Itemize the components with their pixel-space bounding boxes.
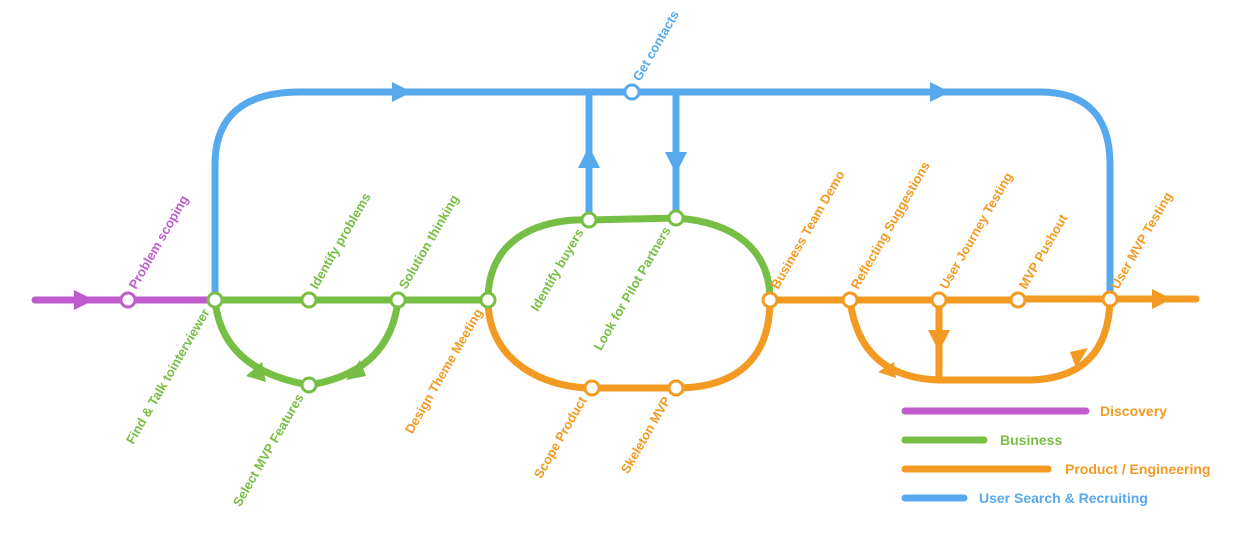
legend: Discovery Business Product / Engineering…	[901, 403, 1210, 506]
station-mvp-pushout[interactable]	[1009, 291, 1027, 309]
station-look-pilot[interactable]	[667, 209, 685, 227]
user-search-route	[211, 88, 1114, 304]
label-reflecting: Reflecting Suggestions	[848, 159, 933, 292]
product-lower-loop	[484, 296, 774, 392]
business-loop-arrow-left	[246, 362, 266, 382]
legend-item-discovery: Discovery	[901, 403, 1167, 419]
station-find-talk[interactable]	[206, 291, 224, 309]
product-drop-arrow	[928, 330, 950, 352]
label-identify-problems: Identify problems	[307, 190, 374, 291]
station-identify-problems[interactable]	[300, 291, 318, 309]
product-route-arrow-end	[1152, 289, 1172, 309]
label-look-pilot: Look for Pilot Partners	[591, 224, 674, 353]
label-scope-product: Scope Product	[531, 393, 590, 481]
label-get-contacts: Get contacts	[630, 8, 682, 84]
station-design-theme[interactable]	[479, 291, 497, 309]
label-design-theme: Design Theme Meeting	[402, 306, 486, 436]
label-skeleton-mvp: Skeleton MVP	[618, 394, 674, 476]
station-user-journey[interactable]	[930, 291, 948, 309]
legend-label-user: User Search & Recruiting	[979, 490, 1148, 506]
label-mvp-pushout: MVP Pushout	[1016, 211, 1071, 291]
station-get-contacts[interactable]	[623, 83, 641, 101]
station-user-mvp-testing[interactable]	[1101, 290, 1119, 308]
legend-item-product: Product / Engineering	[901, 461, 1210, 477]
legend-item-business: Business	[901, 432, 1062, 448]
user-route-arrow-down	[665, 152, 687, 174]
station-reflecting[interactable]	[841, 291, 859, 309]
user-route-arrow-right-2	[930, 82, 950, 102]
station-problem-scoping[interactable]	[119, 291, 137, 309]
station-select-mvp[interactable]	[300, 376, 318, 394]
label-business-demo: Business Team Demo	[768, 168, 848, 292]
legend-label-business: Business	[1000, 432, 1062, 448]
station-solution-thinking[interactable]	[389, 291, 407, 309]
label-user-mvp-testing: User MVP Testing	[1108, 189, 1176, 291]
label-select-mvp: Select MVP Features	[230, 391, 307, 509]
legend-label-product: Product / Engineering	[1065, 461, 1210, 477]
product-loop-arrow-right	[1070, 348, 1088, 368]
station-business-demo[interactable]	[761, 291, 779, 309]
legend-label-discovery: Discovery	[1100, 403, 1167, 419]
station-skeleton-mvp[interactable]	[667, 379, 685, 397]
user-route-arrow-right-1	[392, 82, 412, 102]
business-loop-arrow-right	[346, 360, 366, 380]
discovery-route-arrow	[74, 290, 94, 310]
label-find-talk: Find & Talk tointerviewer	[123, 306, 213, 447]
user-route-arrow-up	[578, 146, 600, 168]
legend-item-user: User Search & Recruiting	[901, 490, 1148, 506]
station-identify-buyers[interactable]	[580, 211, 598, 229]
product-feedback-loop	[846, 296, 1114, 384]
label-solution-thinking: Solution thinking	[396, 192, 462, 291]
label-identify-buyers: Identify buyers	[527, 226, 586, 314]
product-loop-arrow-left	[878, 362, 896, 378]
label-user-journey: User Journey Testing	[937, 170, 1016, 292]
label-problem-scoping: Problem scoping	[126, 193, 192, 292]
business-feature-loop	[211, 296, 402, 389]
station-scope-product[interactable]	[583, 379, 601, 397]
business-upper-loop	[484, 214, 774, 304]
